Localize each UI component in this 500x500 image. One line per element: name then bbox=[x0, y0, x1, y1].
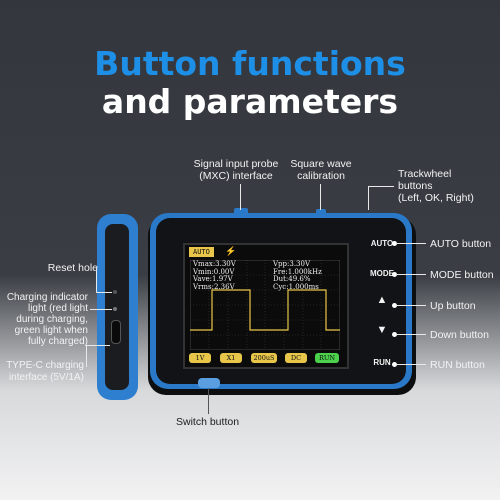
dut-value: Dut:49.6% bbox=[273, 275, 311, 284]
label-typec: TYPE-C charging interface (5V/1A) bbox=[6, 360, 84, 383]
headline-line-2: and parameters bbox=[101, 82, 399, 121]
probe-connector bbox=[234, 208, 248, 216]
label-switch: Switch button bbox=[176, 416, 240, 428]
square-waveform bbox=[190, 289, 340, 331]
mode-tag: AUTO bbox=[189, 247, 214, 257]
label-charging: Charging indicator light (red light duri… bbox=[6, 292, 88, 347]
label-mode: MODE button bbox=[430, 269, 494, 281]
chip-run: RUN bbox=[315, 353, 339, 363]
chip-probe: X1 bbox=[220, 353, 242, 363]
type-c-port bbox=[111, 320, 121, 344]
measurements-left: Vmax:3.30V Vmin:0.00V Vave:1.97V Vrms:2.… bbox=[193, 260, 236, 291]
waveform-grid bbox=[190, 260, 340, 350]
switch-button[interactable] bbox=[198, 378, 220, 388]
vrms-value: Vrms:2.36V bbox=[193, 282, 235, 291]
charging-indicator-light bbox=[113, 307, 117, 311]
battery-charge-icon: ⚡ bbox=[225, 246, 237, 256]
label-reset: Reset hole bbox=[47, 262, 98, 274]
oscilloscope-screen: AUTO ⚡ Vmax:3.30V Vmin:0.00V Vave:1.97V … bbox=[183, 243, 349, 369]
chip-coupling: DC bbox=[285, 353, 307, 363]
fre-value: Fre:1.000kHz bbox=[273, 267, 322, 276]
vmax-value: Vmax:3.30V bbox=[193, 260, 236, 268]
device-side-view bbox=[97, 214, 138, 400]
measurements-right: Vpp:3.30V Fre:1.000kHz Dut:49.6% Cyc:1.0… bbox=[273, 260, 322, 291]
label-trackwheel: Trackwheel buttons (Left, OK, Right) bbox=[398, 168, 474, 204]
label-up: Up button bbox=[430, 300, 476, 312]
status-chips: 1V X1 200uS DC RUN bbox=[187, 353, 345, 364]
mode-button[interactable]: MODE bbox=[370, 269, 394, 278]
label-run: RUN button bbox=[430, 359, 485, 371]
cyc-value: Cyc:1.000ms bbox=[273, 282, 319, 291]
vave-value: Vave:1.97V bbox=[193, 275, 233, 284]
up-button[interactable]: ▲ bbox=[376, 294, 388, 306]
reset-hole bbox=[113, 290, 117, 294]
headline-line-1: Button functions bbox=[94, 44, 406, 83]
down-button[interactable]: ▼ bbox=[376, 324, 388, 336]
vpp-value: Vpp:3.30V bbox=[273, 260, 311, 268]
label-square-wave: Square wave calibration bbox=[290, 158, 352, 182]
label-probe: Signal input probe (MXC) interface bbox=[193, 158, 279, 182]
chip-volts: 1V bbox=[189, 353, 211, 363]
run-button[interactable]: RUN bbox=[373, 358, 391, 367]
vmin-value: Vmin:0.00V bbox=[193, 267, 235, 276]
label-auto: AUTO button bbox=[430, 238, 492, 250]
chip-timebase: 200uS bbox=[251, 353, 277, 363]
square-wave-port bbox=[316, 209, 326, 216]
label-down: Down button bbox=[430, 329, 489, 341]
auto-button[interactable]: AUTO bbox=[370, 239, 394, 248]
